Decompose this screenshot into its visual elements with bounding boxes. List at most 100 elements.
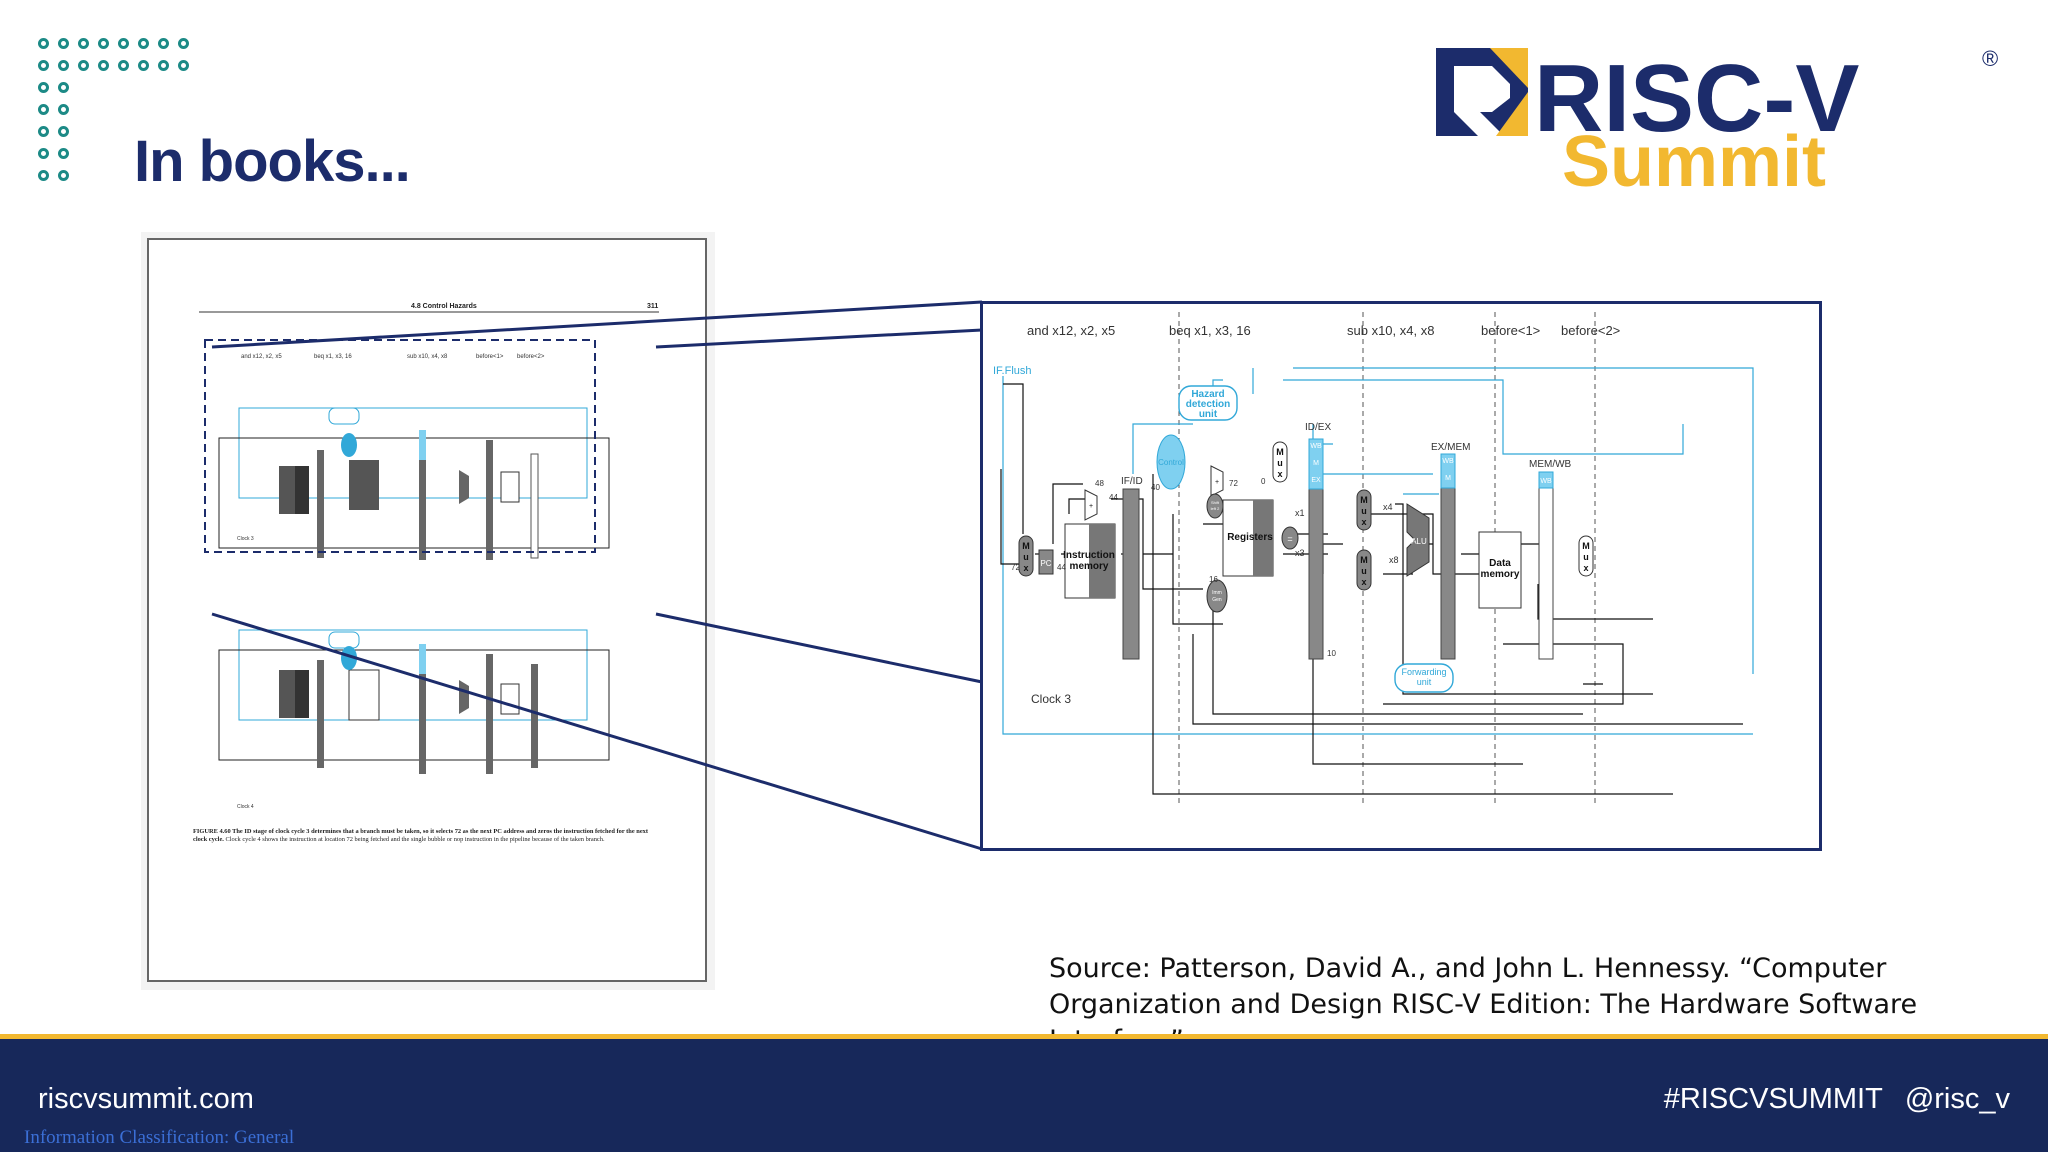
svg-text:u: u bbox=[1583, 552, 1589, 562]
pc-adder: + bbox=[1084, 489, 1098, 521]
svg-text:x1: x1 bbox=[1295, 508, 1305, 518]
svg-text:x4: x4 bbox=[1383, 502, 1393, 512]
svg-text:and x12, x2, x5: and x12, x2, x5 bbox=[241, 354, 282, 360]
svg-text:72: 72 bbox=[1011, 563, 1020, 572]
svg-text:IF/ID: IF/ID bbox=[1121, 476, 1143, 487]
svg-text:Gen: Gen bbox=[1212, 597, 1222, 603]
pipeline-register-id-ex: WB M EX ID/EX bbox=[1305, 422, 1331, 660]
pipeline-register-ex-mem: WB M EX/MEM bbox=[1431, 442, 1470, 660]
svg-text:before<2>: before<2> bbox=[517, 354, 545, 360]
shift-left-2: Shift left 2 bbox=[1206, 493, 1224, 519]
svg-text:x: x bbox=[1583, 563, 1588, 573]
registers-block: Registers bbox=[1222, 499, 1274, 577]
svg-text:M: M bbox=[1360, 555, 1368, 565]
information-classification: Information Classification: General bbox=[24, 1127, 295, 1148]
svg-text:Registers: Registers bbox=[1227, 532, 1273, 543]
svg-text:before<1>: before<1> bbox=[476, 354, 504, 360]
svg-text:x8: x8 bbox=[1389, 555, 1399, 565]
stage-label-4: before<1> bbox=[1481, 323, 1540, 338]
svg-text:M: M bbox=[1022, 541, 1030, 551]
risc-v-summit-logo: RISC-V ® Summit bbox=[1436, 45, 1998, 202]
svg-text:72: 72 bbox=[1229, 479, 1238, 488]
svg-text:Imm: Imm bbox=[1212, 590, 1222, 596]
svg-text:ALU: ALU bbox=[1411, 537, 1427, 546]
mux-alu-a: M u x bbox=[1356, 489, 1372, 531]
branch-adder: + bbox=[1210, 465, 1224, 497]
imm-gen: Imm Gen bbox=[1206, 579, 1228, 613]
svg-text:memory: memory bbox=[1070, 561, 1109, 572]
svg-text:=: = bbox=[1287, 534, 1292, 544]
pc-register: PC bbox=[1038, 549, 1054, 575]
svg-text:Control: Control bbox=[1158, 458, 1184, 467]
svg-text:WB: WB bbox=[1442, 458, 1454, 465]
svg-text:memory: memory bbox=[1481, 569, 1520, 580]
data-memory: Data memory bbox=[1478, 531, 1522, 609]
footer-hashtag[interactable]: #RISCVSUMMIT bbox=[1663, 1083, 1883, 1115]
svg-text:left 2: left 2 bbox=[1211, 506, 1220, 511]
svg-text:x: x bbox=[1361, 577, 1366, 587]
book-page-image: 4.8 Control Hazards 311 and x12, x2, x5 … bbox=[141, 232, 715, 990]
svg-text:M: M bbox=[1445, 475, 1451, 482]
svg-text:x: x bbox=[1023, 563, 1028, 573]
book-page-number: 311 bbox=[647, 303, 658, 310]
pipeline-register-if-id: IF/ID bbox=[1121, 476, 1143, 660]
control-unit: Control bbox=[1156, 434, 1186, 490]
svg-text:M: M bbox=[1313, 460, 1319, 467]
svg-text:10: 10 bbox=[1327, 649, 1336, 658]
logo-wordmark: RISC-V bbox=[1534, 45, 1859, 152]
book-caption-rest: Clock cycle 4 shows the instruction at l… bbox=[225, 836, 605, 843]
svg-text:Forwarding: Forwarding bbox=[1401, 667, 1446, 677]
svg-text:+: + bbox=[1215, 479, 1219, 486]
svg-text:u: u bbox=[1277, 458, 1283, 468]
forwarding-unit: Forwarding unit bbox=[1394, 663, 1454, 693]
svg-text:ID/EX: ID/EX bbox=[1305, 422, 1331, 433]
svg-text:PC: PC bbox=[1040, 559, 1051, 568]
stage-label-5: before<2> bbox=[1561, 323, 1620, 338]
svg-text:unit: unit bbox=[1199, 409, 1218, 420]
svg-text:u: u bbox=[1361, 506, 1367, 516]
equals-comparator: = bbox=[1281, 526, 1299, 550]
footer-website-link[interactable]: riscvsummit.com bbox=[38, 1083, 254, 1115]
svg-text:WB: WB bbox=[1540, 478, 1552, 485]
footer-social: #RISCVSUMMIT @risc_v bbox=[1642, 1083, 2010, 1116]
svg-text:MEM/WB: MEM/WB bbox=[1529, 459, 1572, 470]
svg-text:EX: EX bbox=[1311, 477, 1321, 484]
svg-text:M: M bbox=[1582, 541, 1590, 551]
clock-label: Clock 3 bbox=[1031, 692, 1071, 706]
stage-label-3: sub x10, x4, x8 bbox=[1347, 323, 1434, 338]
svg-text:M: M bbox=[1276, 447, 1284, 457]
zoomed-pipeline-diagram: and x12, x2, x5 beq x1, x3, 16 sub x10, … bbox=[980, 301, 1822, 851]
mux-alu-b: M u x bbox=[1356, 549, 1372, 591]
svg-text:0: 0 bbox=[1261, 477, 1266, 486]
book-figure-upper: and x12, x2, x5 beq x1, x3, 16 sub x10, … bbox=[204, 339, 610, 560]
logo-registered: ® bbox=[1982, 46, 1998, 71]
if-flush-label: IF.Flush bbox=[993, 365, 1032, 377]
book-figure-lower: Clock 4 bbox=[218, 629, 610, 810]
mux-pc: M u x bbox=[1018, 535, 1034, 577]
svg-text:+: + bbox=[1089, 503, 1093, 510]
instruction-memory: Instruction memory bbox=[1063, 523, 1116, 599]
svg-text:x: x bbox=[1277, 469, 1282, 479]
svg-text:44: 44 bbox=[1057, 563, 1066, 572]
svg-text:detection: detection bbox=[1186, 399, 1230, 410]
mux-control: M u x bbox=[1272, 441, 1288, 483]
source-citation: Source: Patterson, David A., and John L.… bbox=[1049, 953, 1918, 1056]
svg-text:48: 48 bbox=[1095, 479, 1104, 488]
svg-text:unit: unit bbox=[1417, 677, 1432, 687]
footer-handle[interactable]: @risc_v bbox=[1904, 1083, 2010, 1115]
svg-text:WB: WB bbox=[1310, 443, 1322, 450]
svg-text:EX/MEM: EX/MEM bbox=[1431, 442, 1470, 453]
alu: ALU bbox=[1406, 503, 1430, 577]
svg-text:Hazard: Hazard bbox=[1191, 389, 1224, 400]
svg-text:u: u bbox=[1361, 566, 1367, 576]
mux-writeback: M u x bbox=[1578, 535, 1594, 577]
slide-title: In books... bbox=[134, 129, 411, 194]
book-section-header: 4.8 Control Hazards bbox=[411, 303, 477, 310]
svg-text:x3: x3 bbox=[1295, 548, 1305, 558]
svg-text:Shift: Shift bbox=[1211, 500, 1220, 505]
svg-text:M: M bbox=[1360, 495, 1368, 505]
svg-text:Data: Data bbox=[1489, 558, 1511, 569]
svg-text:Clock 4: Clock 4 bbox=[237, 804, 254, 810]
svg-text:Instruction: Instruction bbox=[1063, 550, 1115, 561]
pipeline-register-mem-wb: WB MEM/WB bbox=[1529, 459, 1572, 660]
